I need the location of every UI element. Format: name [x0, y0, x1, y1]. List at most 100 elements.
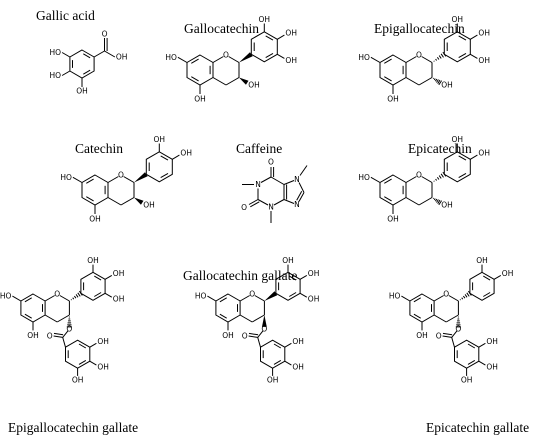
hashed-bond	[70, 290, 83, 301]
double-bond	[265, 52, 274, 59]
atom-label: O	[416, 51, 422, 60]
atom-label: O	[223, 51, 229, 60]
atom-label: OH	[180, 149, 192, 158]
double-bond	[289, 275, 297, 281]
ring	[443, 151, 471, 183]
atom-label: OH	[143, 200, 155, 209]
atom-label: O	[268, 158, 274, 167]
double-bond	[94, 275, 102, 281]
bond	[172, 154, 180, 160]
double-bond	[191, 58, 199, 64]
bond	[104, 274, 113, 280]
double-bond	[458, 155, 467, 161]
atom-label: OH	[113, 269, 125, 278]
double-bond	[86, 178, 94, 184]
atom-label: OH	[154, 135, 166, 144]
bond	[298, 192, 305, 202]
ring	[260, 339, 286, 369]
bond	[370, 56, 381, 63]
ring	[379, 54, 407, 86]
atom-label: OH	[292, 363, 304, 372]
bond	[283, 180, 295, 185]
bond	[251, 314, 265, 323]
atom-label: OH	[476, 256, 488, 265]
bond	[239, 314, 253, 323]
atom-label: O	[66, 324, 72, 333]
bond	[433, 314, 447, 323]
atom-label: OH	[248, 80, 260, 89]
hashed-bond	[433, 51, 447, 62]
atom-label: OH	[308, 295, 320, 304]
wedge-bond	[133, 172, 148, 183]
bond	[284, 342, 292, 348]
atom-label: N	[255, 180, 261, 189]
ring	[20, 293, 46, 323]
atom-label: OH	[76, 87, 88, 96]
ring	[250, 31, 278, 63]
atom-label: OH	[486, 363, 498, 372]
atom-label: OH	[97, 363, 109, 372]
bond	[257, 337, 261, 348]
ring	[469, 271, 495, 301]
bond	[44, 314, 58, 323]
hashed-bond	[66, 316, 72, 328]
compound-name: Gallocatechin	[184, 21, 259, 36]
compound-name: Catechin	[75, 141, 123, 156]
bond	[248, 199, 259, 205]
atom-label: O	[443, 290, 449, 299]
hashed-bond	[433, 171, 447, 182]
bond	[12, 295, 22, 302]
compound-name: Epigallocatechin	[374, 21, 465, 36]
atom-label: OH	[285, 29, 297, 38]
bond	[451, 330, 458, 338]
atom-label: O	[241, 203, 247, 212]
compound-name: Gallic acid	[36, 8, 95, 23]
bond	[89, 342, 97, 348]
bond	[62, 330, 69, 338]
bond	[418, 197, 433, 206]
wedge-bond	[238, 77, 249, 85]
bond	[277, 53, 285, 59]
bond	[44, 295, 55, 302]
bond	[405, 176, 417, 183]
double-bond	[384, 58, 392, 64]
bond	[123, 176, 135, 183]
atom-label: HO	[50, 48, 62, 57]
bond	[89, 360, 97, 366]
double-bond	[442, 332, 453, 336]
bond	[248, 335, 258, 338]
atom-label: HO	[358, 53, 370, 62]
bond	[370, 176, 381, 183]
atom-label: O	[416, 171, 422, 180]
bond	[299, 274, 308, 280]
double-bond	[467, 359, 476, 365]
bond	[298, 182, 305, 193]
wedge-bond	[261, 315, 267, 327]
bond	[225, 77, 240, 86]
bond	[257, 330, 264, 338]
atom-label: OH	[113, 295, 125, 304]
bond	[62, 337, 66, 348]
atom-label: OH	[387, 95, 399, 104]
bond	[212, 77, 227, 86]
double-bond	[458, 52, 467, 59]
atom-label: HO	[0, 292, 11, 301]
atom-label: OH	[259, 15, 271, 24]
bond	[59, 295, 70, 302]
bond	[239, 295, 250, 302]
bond	[418, 77, 433, 86]
atom-label: N	[268, 203, 274, 212]
wedge-bond	[133, 197, 144, 205]
atom-label: OH	[441, 200, 453, 209]
atom-label: OH	[222, 331, 234, 340]
atom-label: O	[242, 332, 248, 341]
bond	[421, 176, 433, 183]
double-bond	[384, 196, 392, 202]
bond	[283, 199, 295, 204]
double-bond	[24, 297, 32, 303]
ring	[379, 174, 407, 206]
atom-label: O	[249, 290, 255, 299]
bond	[61, 52, 71, 58]
atom-label: OH	[292, 337, 304, 346]
